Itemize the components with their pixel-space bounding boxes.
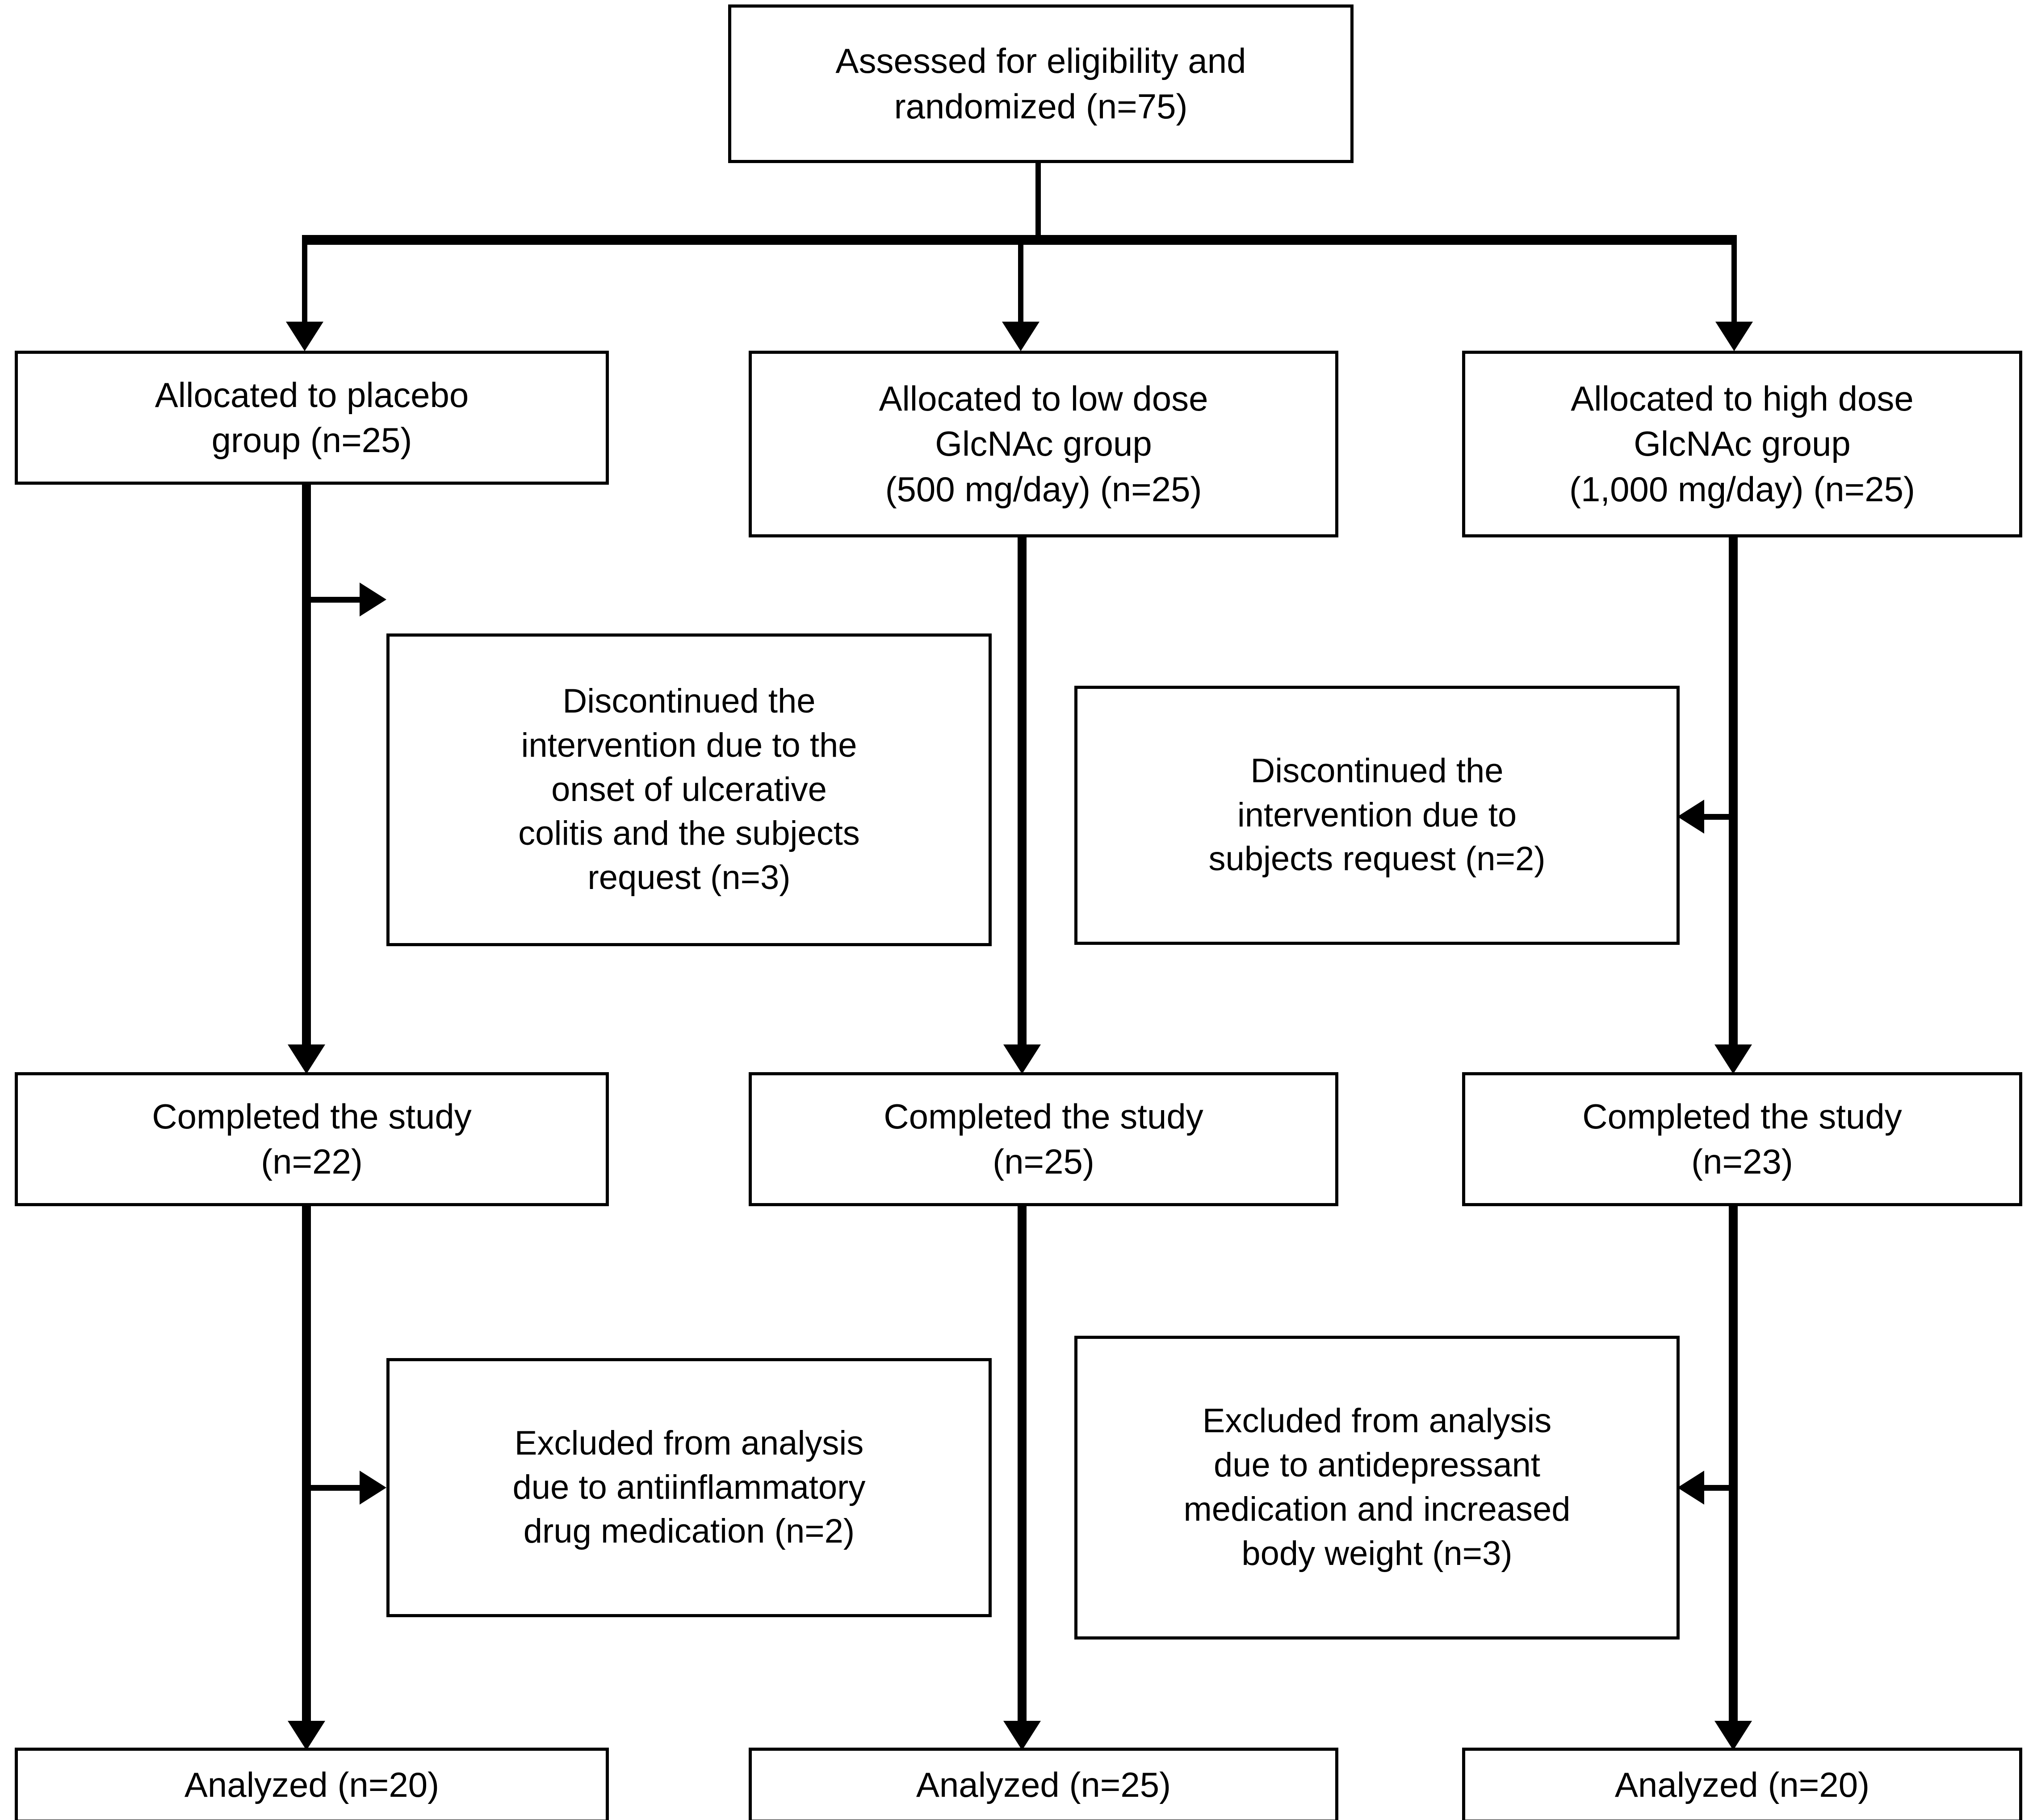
- arrowhead-left-excluded-highdose: [1677, 1471, 1704, 1505]
- node-excluded-highdose-label: Excluded from analysis due to antidepres…: [1183, 1402, 1571, 1573]
- connector-spine-placebo-1: [302, 485, 311, 1057]
- arrowhead-down-analyzed-lowdose: [1003, 1721, 1041, 1750]
- node-analyzed-lowdose: Analyzed (n=25): [749, 1748, 1338, 1820]
- node-analyzed-placebo-label: Analyzed (n=20): [184, 1765, 440, 1805]
- arrowhead-down-completed-placebo: [288, 1044, 325, 1074]
- connector-branch-excluded-highdose: [1704, 1485, 1738, 1491]
- arrowhead-down-completed-highdose: [1714, 1044, 1752, 1074]
- node-completed-highdose: Completed the study (n=23): [1462, 1072, 2022, 1206]
- arrowhead-down-analyzed-highdose: [1714, 1721, 1752, 1750]
- node-completed-lowdose: Completed the study (n=25): [749, 1072, 1338, 1206]
- node-discontinued-highdose-label: Discontinued the intervention due to sub…: [1208, 751, 1546, 878]
- arrowhead-down-completed-lowdose: [1003, 1044, 1041, 1074]
- connector-enrollment-stem: [1035, 163, 1041, 239]
- connector-drop-highdose: [1731, 241, 1737, 333]
- arrowhead-down-highdose: [1715, 322, 1753, 351]
- node-allocation-lowdose-label: Allocated to low dose GlcNAc group (500 …: [879, 378, 1208, 509]
- arrowhead-down-placebo: [286, 322, 323, 351]
- node-allocation-highdose-label: Allocated to high dose GlcNAc group (1,0…: [1569, 378, 1915, 509]
- connector-spine-lowdose-2: [1018, 1206, 1027, 1733]
- connector-branch-discontinued-highdose: [1704, 814, 1738, 820]
- node-excluded-placebo: Excluded from analysis due to antiinflam…: [386, 1358, 992, 1617]
- node-completed-placebo: Completed the study (n=22): [15, 1072, 609, 1206]
- node-excluded-highdose: Excluded from analysis due to antidepres…: [1074, 1336, 1680, 1640]
- connector-allocation-bar: [302, 235, 1737, 245]
- connector-branch-excluded-placebo: [308, 1485, 366, 1491]
- node-completed-placebo-label: Completed the study (n=22): [152, 1096, 472, 1181]
- node-analyzed-placebo: Analyzed (n=20): [15, 1748, 609, 1820]
- connector-spine-highdose-1: [1729, 537, 1738, 1057]
- arrowhead-down-lowdose: [1002, 322, 1039, 351]
- node-enrollment-label: Assessed for eligibility and randomized …: [835, 41, 1246, 126]
- node-discontinued-placebo: Discontinued the intervention due to the…: [386, 633, 992, 946]
- node-analyzed-lowdose-label: Analyzed (n=25): [916, 1765, 1171, 1805]
- connector-spine-placebo-2: [302, 1206, 311, 1733]
- node-allocation-placebo-label: Allocated to placebo group (n=25): [155, 375, 469, 460]
- node-allocation-placebo: Allocated to placebo group (n=25): [15, 351, 609, 485]
- arrowhead-down-analyzed-placebo: [288, 1721, 325, 1750]
- arrowhead-left-discontinued-highdose: [1677, 800, 1704, 834]
- node-excluded-placebo-label: Excluded from analysis due to antiinflam…: [512, 1424, 866, 1551]
- node-completed-lowdose-label: Completed the study (n=25): [884, 1096, 1203, 1181]
- connector-spine-highdose-2: [1729, 1206, 1738, 1733]
- connector-drop-lowdose: [1018, 241, 1023, 333]
- connector-drop-placebo: [302, 241, 307, 333]
- node-discontinued-placebo-label: Discontinued the intervention due to the…: [518, 682, 860, 897]
- node-analyzed-highdose: Analyzed (n=20): [1462, 1748, 2022, 1820]
- arrowhead-right-excluded-placebo: [360, 1471, 386, 1505]
- connector-spine-lowdose-1: [1018, 537, 1027, 1057]
- arrowhead-right-discontinued-placebo: [360, 583, 386, 616]
- connector-branch-discontinued-placebo: [308, 597, 366, 603]
- node-analyzed-highdose-label: Analyzed (n=20): [1614, 1765, 1870, 1805]
- node-completed-highdose-label: Completed the study (n=23): [1582, 1096, 1902, 1181]
- node-discontinued-highdose: Discontinued the intervention due to sub…: [1074, 686, 1680, 945]
- node-enrollment: Assessed for eligibility and randomized …: [728, 4, 1354, 163]
- node-allocation-highdose: Allocated to high dose GlcNAc group (1,0…: [1462, 351, 2022, 537]
- node-allocation-lowdose: Allocated to low dose GlcNAc group (500 …: [749, 351, 1338, 537]
